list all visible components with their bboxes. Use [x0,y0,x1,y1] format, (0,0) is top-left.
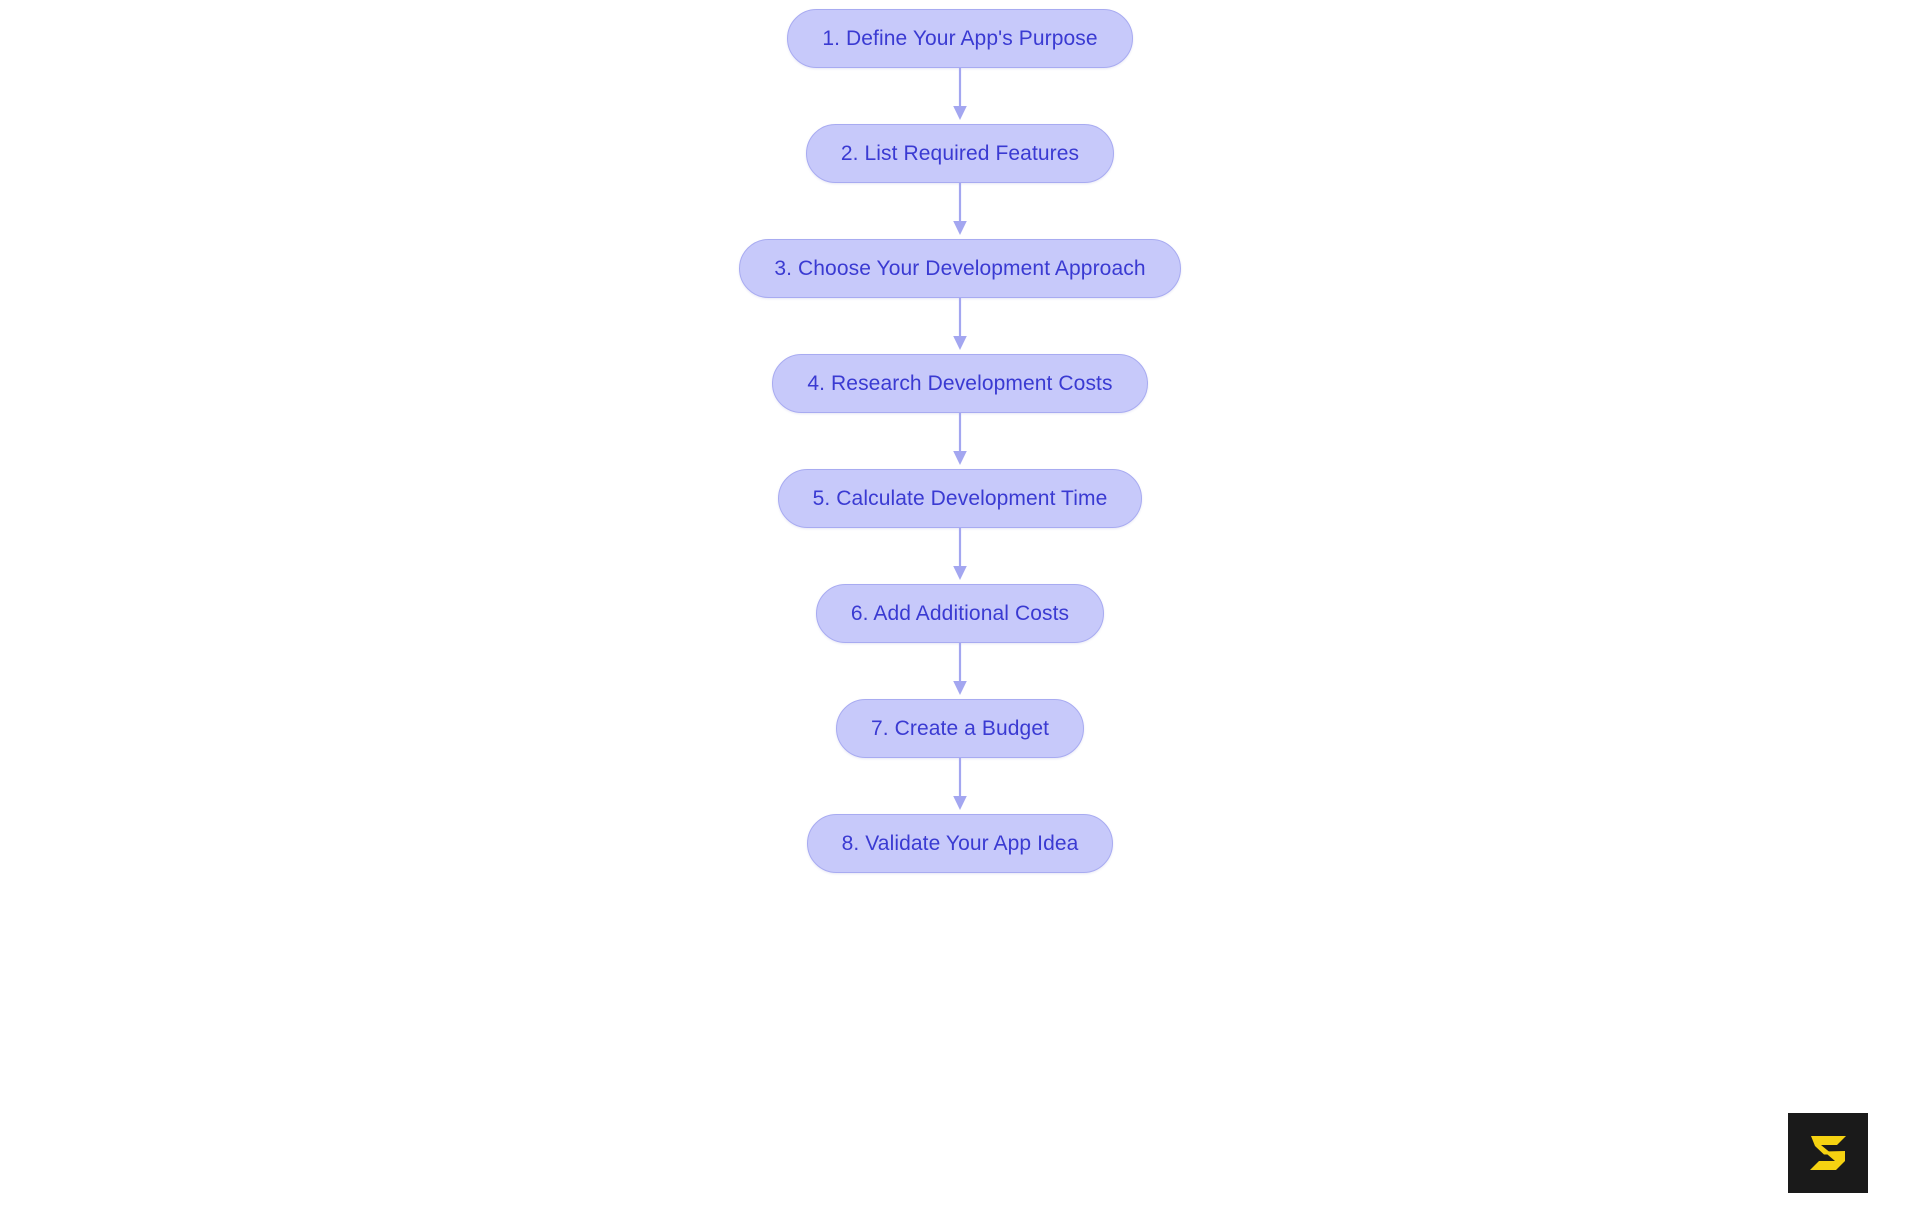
flow-node-step-7[interactable]: 7. Create a Budget [835,699,1085,758]
flow-node-label: 6. Add Additional Costs [850,602,1070,625]
flow-edge-step-1-to-step-2 [946,68,974,124]
flow-node-label: 4. Research Development Costs [807,372,1113,395]
flow-node-label: 1. Define Your App's Purpose [822,27,1098,50]
flowchart-node-column: 1. Define Your App's Purpose 2. List Req… [0,9,1920,873]
flow-edge-step-5-to-step-6 [946,528,974,584]
flow-edge-step-7-to-step-8 [946,758,974,814]
flow-node-step-6[interactable]: 6. Add Additional Costs [815,584,1105,643]
flow-edge-step-6-to-step-7 [946,643,974,699]
flow-node-label: 2. List Required Features [840,142,1080,165]
flow-node-label: 8. Validate Your App Idea [841,832,1079,855]
flow-node-step-5[interactable]: 5. Calculate Development Time [777,469,1143,528]
flow-node-label: 7. Create a Budget [870,717,1050,740]
flow-node-step-2[interactable]: 2. List Required Features [805,124,1115,183]
flow-node-label: 5. Calculate Development Time [812,487,1108,510]
flow-node-label: 3. Choose Your Development Approach [774,257,1146,280]
flow-node-step-4[interactable]: 4. Research Development Costs [772,354,1148,413]
flow-node-step-3[interactable]: 3. Choose Your Development Approach [739,239,1181,298]
flow-edge-step-4-to-step-5 [946,413,974,469]
flow-node-step-1[interactable]: 1. Define Your App's Purpose [787,9,1133,68]
brand-logo [1788,1113,1868,1193]
flow-edge-step-2-to-step-3 [946,183,974,239]
flow-node-step-8[interactable]: 8. Validate Your App Idea [806,814,1114,873]
letter-s-logo-icon [1810,1136,1846,1170]
flow-edge-step-3-to-step-4 [946,298,974,354]
